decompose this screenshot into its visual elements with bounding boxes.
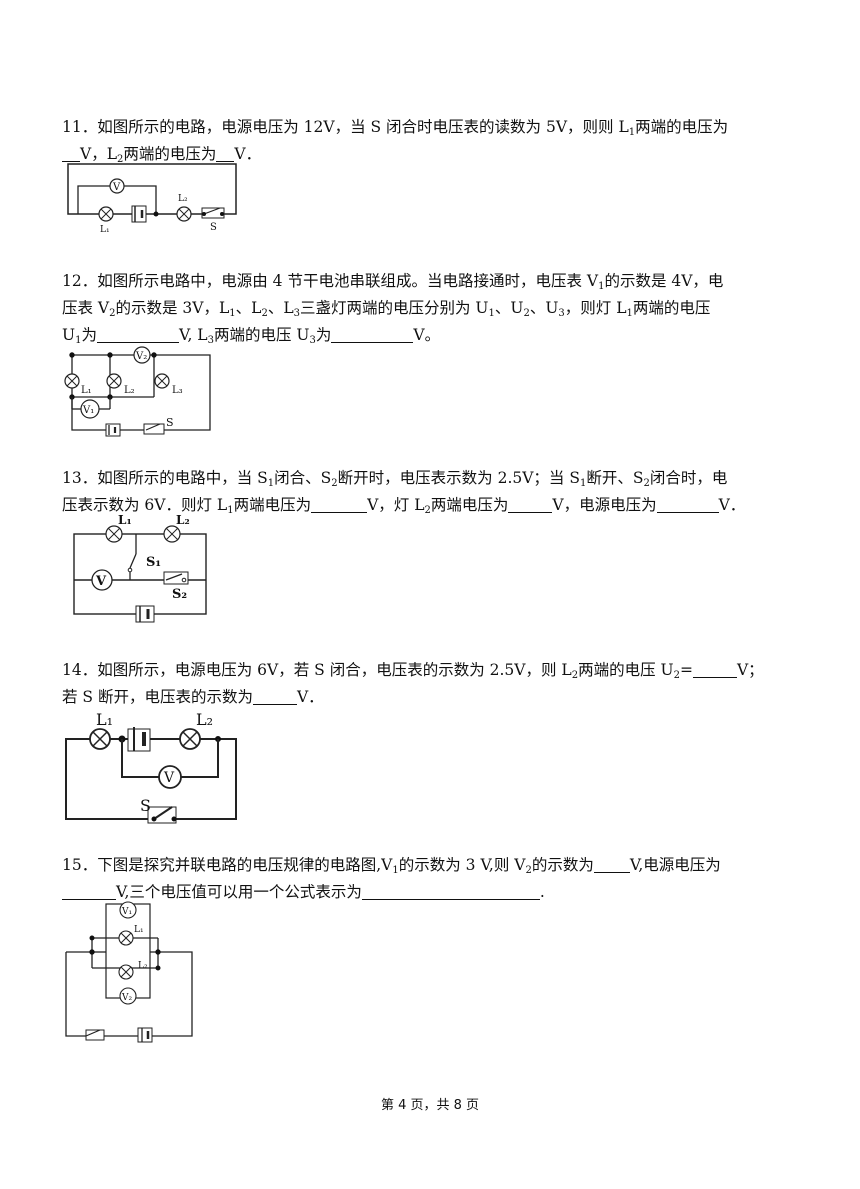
answer-blank[interactable] bbox=[96, 325, 179, 343]
q11-circuit-diagram: V L₁ L₂ S bbox=[67, 163, 237, 235]
question-15-line-1: 15．下图是探究并联电路的电压规律的电路图,V1的示数为 3 V,则 V2的示数… bbox=[62, 855, 721, 876]
q15-v1-label: V₁ bbox=[121, 907, 132, 917]
question-13-line-1: 13．如图所示的电路中，当 S1闭合、S2断开时，电压表示数为 2.5V；当 S… bbox=[62, 469, 728, 489]
question-12-line-1: 12．如图所示电路中，电源由 4 节干电池串联组成。当电路接通时，电压表 V1的… bbox=[62, 272, 724, 292]
q11-voltmeter-label: V bbox=[112, 182, 121, 193]
question-11-line-1: 11．如图所示的电路，电源电压为 12V，当 S 闭合时电压表的读数为 5V，则… bbox=[62, 118, 729, 138]
q15-circuit-diagram: V₁ L₁ L₂ V₂ bbox=[65, 901, 193, 1043]
svg-text:L₂: L₂ bbox=[176, 513, 190, 527]
question-14: 14．如图所示，电源电压为 6V，若 S 闭合，电压表的示数为 2.5V，则 L… bbox=[62, 657, 834, 711]
answer-blank[interactable] bbox=[593, 855, 630, 873]
answer-blank[interactable] bbox=[331, 325, 414, 343]
q13-circuit-diagram: L₁ L₂ S₁ V S₂ bbox=[73, 513, 207, 623]
q14-circuit-diagram: L₁ L₂ V S bbox=[65, 710, 237, 824]
svg-text:L₂: L₂ bbox=[124, 385, 135, 396]
q12-v1-label: V₁ bbox=[82, 405, 94, 416]
question-12: 12．如图所示电路中，电源由 4 节干电池串联组成。当电路接通时，电压表 V1的… bbox=[62, 268, 834, 349]
svg-text:S: S bbox=[140, 796, 151, 815]
question-15: 15．下图是探究并联电路的电压规律的电路图,V1的示数为 3 V,则 V2的示数… bbox=[62, 852, 834, 906]
page-footer: 第 4 页，共 8 页 bbox=[380, 1098, 480, 1113]
q12-circuit-diagram: V₂ L₁ L₂ L₃ V₁ S bbox=[64, 346, 211, 437]
answer-blank[interactable] bbox=[252, 687, 297, 705]
question-14-line-1: 14．如图所示，电源电压为 6V，若 S 闭合，电压表的示数为 2.5V，则 L… bbox=[62, 660, 764, 681]
q15-v2-label: V₂ bbox=[121, 993, 132, 1003]
svg-text:S₂: S₂ bbox=[172, 587, 187, 602]
svg-text:L₂: L₂ bbox=[178, 194, 188, 204]
answer-blank[interactable] bbox=[508, 495, 553, 513]
svg-text:L₁: L₁ bbox=[96, 710, 113, 729]
svg-text:S: S bbox=[166, 416, 174, 429]
svg-text:L₂: L₂ bbox=[138, 961, 148, 971]
question-15-line-2: V,三个电压值可以用一个公式表示为. bbox=[62, 879, 834, 906]
q12-v2-label: V₂ bbox=[135, 351, 147, 362]
svg-text:L₃: L₃ bbox=[172, 385, 183, 396]
answer-blank[interactable] bbox=[656, 495, 719, 513]
svg-text:L₁: L₁ bbox=[100, 225, 110, 235]
svg-text:L₁: L₁ bbox=[118, 513, 132, 527]
question-11: 11．如图所示的电路，电源电压为 12V，当 S 闭合时电压表的读数为 5V，则… bbox=[62, 114, 834, 168]
answer-blank[interactable] bbox=[62, 882, 116, 900]
svg-text:L₁: L₁ bbox=[81, 385, 92, 396]
question-12-line-2: 压表 V2的示数是 3V，L1、L2、L3三盏灯两端的电压分别为 U1、U2、U… bbox=[62, 299, 711, 319]
q13-voltmeter-label: V bbox=[95, 574, 107, 589]
question-13: 13．如图所示的电路中，当 S1闭合、S2断开时，电压表示数为 2.5V；当 S… bbox=[62, 465, 834, 519]
answer-blank[interactable] bbox=[216, 144, 235, 162]
answer-blank[interactable] bbox=[692, 660, 737, 678]
svg-text:L₁: L₁ bbox=[134, 925, 144, 935]
q14-voltmeter-label: V bbox=[163, 770, 175, 786]
svg-text:S: S bbox=[210, 222, 217, 233]
svg-text:S₁: S₁ bbox=[146, 555, 161, 570]
answer-blank[interactable] bbox=[311, 495, 368, 513]
answer-blank[interactable] bbox=[361, 882, 540, 900]
answer-blank[interactable] bbox=[62, 144, 80, 162]
svg-text:L₂: L₂ bbox=[196, 710, 213, 729]
